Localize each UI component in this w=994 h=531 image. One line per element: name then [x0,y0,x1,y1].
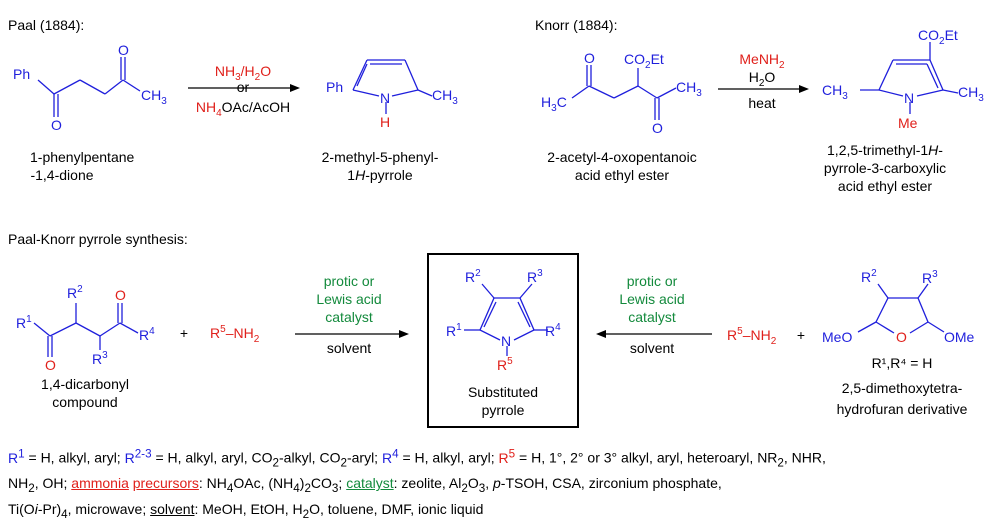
r4-label: R4 [545,322,561,339]
n-methyl-label: Me [898,115,918,131]
knorr-product-pyrrole [860,42,959,114]
primary-amine-left: R5–NH2 [210,324,260,345]
right-solvent-label: solvent [630,340,674,356]
methyl-label: CH3 [822,82,848,102]
r5-term: R5 [498,447,516,466]
oxygen-label: O [51,117,62,133]
left-catalyst-line1: protic or [324,273,375,289]
r3-label: R3 [92,350,108,367]
ester-label: CO2Et [624,51,664,71]
oxygen-label: O [45,357,56,373]
paal-arrowhead [290,84,300,92]
r23-term: R2-3 [124,447,152,466]
dimethoxytetrahydrofuran [857,283,945,334]
oxygen-label: O [652,120,663,136]
right-arrowhead [596,330,606,338]
left-solvent-label: solvent [327,340,371,356]
right-condition: R¹,R⁴ = H [872,355,933,371]
left-arrowhead [399,330,409,338]
methoxy-left-label: MeO [822,329,852,345]
knorr-starting-material [571,65,677,120]
methyl-label: CH3 [958,84,984,104]
nitrogen-label: N [501,333,511,349]
oxygen-label: O [584,50,595,66]
paal-reagent-ammonium-acetate: NH4OAc/AcOH [196,99,290,119]
paal-product-name-line2: 1H-pyrrole [347,167,413,183]
oxygen-label: O [115,287,126,303]
right-catalyst-line2: Lewis acid [619,291,684,307]
methyl-label: CH3 [676,79,702,99]
phenyl-label: Ph [326,79,343,95]
methyl-label: CH3 [141,87,167,107]
r2-label: R2 [67,284,83,301]
r2-label: R2 [861,268,877,285]
dicarbonyl-name-line2: compound [52,394,117,410]
primary-amine-right: R5–NH2 [727,326,777,347]
r1-label: R1 [16,314,32,331]
knorr-reagent-methylamine: MeNH2 [739,51,785,71]
r4-term: R4 [381,447,399,466]
center-name-line1: Substituted [468,384,538,400]
precursors-label: precursors [132,475,199,492]
right-catalyst-line3: catalyst [628,309,676,325]
knorr-product-name-line1: 1,2,5-trimethyl-1H- [827,142,943,158]
left-catalyst-line2: Lewis acid [316,291,381,307]
left-catalyst-line3: catalyst [325,309,373,325]
knorr-arrowhead [799,85,809,93]
r2-label: R2 [465,268,481,285]
legend-line-2: NH2, OH; ammonia precursors: NH4OAc, (NH… [8,475,722,496]
dicarbonyl-name-line1: 1,4-dicarbonyl [41,376,129,392]
paal-sm-name-line2: -1,4-dione [30,167,93,183]
substituent-legend: R1 = H, alkyl, aryl; R2-3 = H, alkyl, ar… [8,443,986,525]
paal-title: Paal (1884): [8,17,84,33]
r1-term: R1 [8,447,25,466]
right-catalyst-line1: protic or [627,273,678,289]
knorr-sm-name-line2: acid ethyl ester [575,167,669,183]
furan-name-line1: 2,5-dimethoxytetra- [842,380,963,396]
knorr-heat-label: heat [748,95,775,111]
nitrogen-label: N [380,90,390,106]
knorr-reagent-water: H2O [749,69,776,89]
paal-or-label: or [237,79,250,95]
nitrogen-label: N [904,90,914,106]
knorr-title: Knorr (1884): [535,17,617,33]
paal-reagent-ammonia: NH3/H2O [215,63,271,83]
knorr-product-name-line3: acid ethyl ester [838,178,932,194]
paal-sm-name-line1: 1-phenylpentane [30,149,135,165]
furan-name-line2: hydrofuran derivative [837,401,968,417]
oxygen-label: O [118,42,129,58]
r5-label: R5 [497,356,513,373]
knorr-sm-name-line1: 2-acetyl-4-oxopentanoic [547,149,696,165]
r3-label: R3 [922,269,938,286]
methyl-label: H3C [541,94,567,114]
paal-product-name-line1: 2-methyl-5-phenyl- [322,149,439,165]
catalyst-label: catalyst [346,475,394,492]
center-name-line2: pyrrole [482,402,525,418]
methyl-label: CH3 [432,87,458,107]
dicarbonyl-compound [33,303,139,357]
paal-product-pyrrole [352,59,433,114]
solvent-label: solvent [150,501,195,518]
product-box [427,253,579,428]
legend-line-3: Ti(Oi-Pr)4, microwave; solvent: MeOH, Et… [8,501,484,522]
r4-label: R4 [139,326,155,343]
plus-sign: + [797,327,805,343]
knorr-product-name-line2: pyrrole-3-carboxylic [824,160,946,176]
ammonia-label: ammonia [71,475,129,492]
nh-hydrogen-label: H [380,114,390,130]
plus-sign: + [180,325,188,341]
methoxy-right-label: OMe [944,329,975,345]
substituted-pyrrole [464,283,548,356]
r3-label: R3 [527,268,543,285]
paal-knorr-title: Paal-Knorr pyrrole synthesis: [8,231,188,247]
r1-label: R1 [446,322,462,339]
ester-label: CO2Et [918,27,958,47]
paal-sm-labels: Ph O O CH3 [13,42,167,133]
ring-oxygen-label: O [896,329,907,345]
legend-line-1: R1 = H, alkyl, aryl; R2-3 = H, alkyl, ar… [8,447,826,470]
paal-starting-material [37,57,141,117]
phenyl-label: Ph [13,66,30,82]
